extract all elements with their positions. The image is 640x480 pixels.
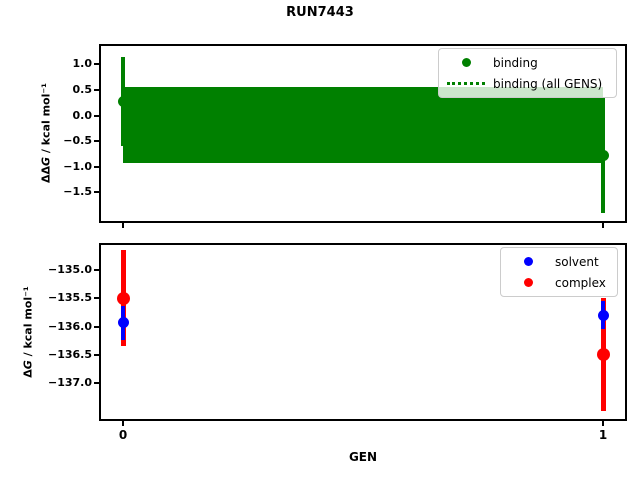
y-tick: [94, 191, 99, 194]
legend-marker-dot-icon: [507, 257, 549, 266]
data-point-complex: [116, 291, 130, 305]
legend-label: binding (all GENS): [493, 76, 603, 91]
legend-label: binding: [493, 55, 538, 70]
y-tick-label: −0.5: [63, 134, 92, 148]
data-point-binding: [117, 95, 129, 107]
x-tick: [122, 223, 124, 228]
y-tick-label: −1.0: [63, 159, 92, 173]
legend-item: complex: [507, 272, 611, 293]
data-point-binding: [597, 149, 609, 161]
data-point-solvent: [597, 309, 609, 321]
y-tick-label: 1.0: [72, 57, 93, 71]
legend-dG: solvent complex: [500, 247, 618, 297]
x-axis-label: GEN: [348, 450, 378, 464]
y-tick-label: −136.5: [47, 347, 92, 361]
legend-item: binding: [445, 52, 610, 73]
y-tick-label: −135.5: [47, 291, 92, 305]
y-tick: [94, 297, 99, 300]
legend-binding: binding binding (all GENS): [438, 48, 617, 98]
axes-binding: [99, 44, 627, 223]
y-tick: [94, 89, 99, 92]
chart-title: RUN7443: [286, 5, 354, 20]
y-tick: [94, 325, 99, 328]
y-tick-label: −136.0: [47, 319, 92, 333]
y-tick: [94, 269, 99, 272]
y-tick: [94, 165, 99, 168]
y-tick: [94, 353, 99, 356]
x-tick-label: 1: [598, 428, 608, 442]
axes-dG: [99, 243, 627, 421]
legend-label: complex: [555, 275, 606, 290]
y-tick: [94, 114, 99, 117]
y-tick: [94, 63, 99, 66]
legend-marker-dot-icon: [445, 58, 487, 67]
x-tick: [122, 421, 124, 426]
legend-dotted-line-icon: [445, 82, 487, 85]
y-tick-label: 0.0: [72, 108, 93, 122]
all-gens-mean-line: [123, 124, 603, 127]
legend-swatch: [461, 58, 471, 67]
legend-swatch: [523, 257, 533, 266]
x-tick: [602, 223, 604, 228]
y-tick: [94, 382, 99, 385]
x-tick: [602, 421, 604, 426]
legend-label: solvent: [555, 254, 599, 269]
y-tick-label: −135.0: [47, 263, 92, 277]
legend-marker-dot-icon: [507, 278, 549, 287]
x-tick-label: 0: [118, 428, 128, 442]
y-tick-label: 0.5: [72, 83, 93, 97]
data-point-solvent: [117, 317, 129, 329]
data-point-complex: [596, 348, 610, 362]
legend-item: solvent: [507, 251, 611, 272]
y-tick-label: −1.5: [63, 185, 92, 199]
y-tick: [94, 140, 99, 143]
legend-swatch: [447, 82, 485, 85]
legend-swatch: [523, 278, 533, 287]
legend-item: binding (all GENS): [445, 73, 610, 94]
y-tick-label: −137.0: [47, 376, 92, 390]
